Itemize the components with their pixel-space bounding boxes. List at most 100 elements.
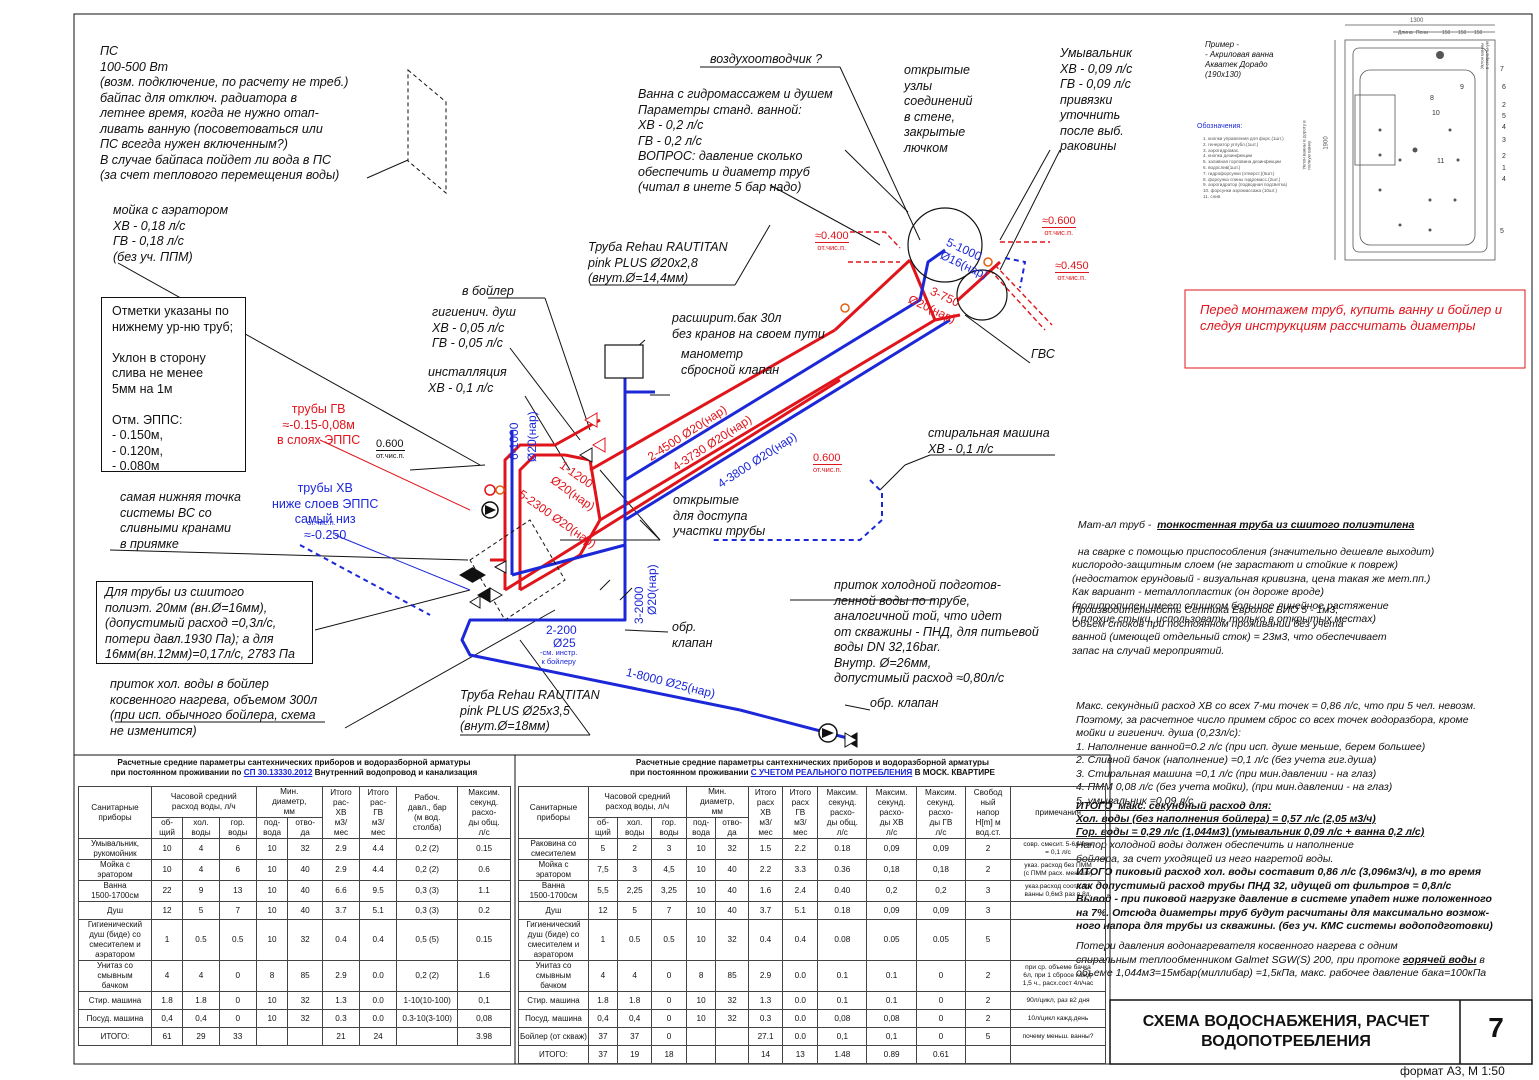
t2-h-max3: Максим. секунд. расхо- ды ГВ л/с (915, 786, 967, 839)
t2-h-total: об- щий (587, 817, 618, 839)
t2-cell: 7,5 (587, 859, 618, 881)
t1-row: Гигиенический душ (биде) со смесителем и… (78, 919, 511, 961)
t2-h-max1: Максим. секунд. расхо- ды общ. л/с (817, 786, 868, 839)
t2-cell: 0.40 (817, 880, 868, 902)
t2-cell: 12 (587, 901, 618, 920)
t1-cell: 32 (287, 919, 323, 961)
t1-cell: 10 (255, 880, 289, 902)
t2-cell: 8 (685, 960, 717, 992)
t1-cell: 0.5 (218, 919, 257, 961)
t2-cell: 0.0 (782, 960, 819, 992)
t1-cell: 10 (255, 901, 289, 920)
t2-cell: 0,08 (817, 1009, 868, 1028)
table1-title: Расчетные средние параметры сантехническ… (110, 758, 478, 777)
t1-cell: 2.9 (321, 960, 361, 992)
t1-cell: 85 (287, 960, 323, 992)
t2-cell: 0.0 (782, 991, 819, 1010)
t1-cell: 7 (218, 901, 257, 920)
note-boiler-loss: Потери давления водонагревателя косвенно… (1076, 940, 1487, 979)
t1-h-hot: гор. воды (218, 817, 257, 839)
bath-dim-width: 1300 (1410, 18, 1424, 24)
t1-cell: 10 (150, 838, 184, 860)
pipe-label-2bn: -см. инстр. к бойлеру (540, 648, 578, 666)
t2-cell: Бойлер (от скваж) (518, 1027, 589, 1046)
note-open-nodes: открытые узлы соединений в стене, закрыт… (904, 63, 973, 155)
air-vent-icons (495, 257, 993, 495)
t2-cell: 1.8 (587, 991, 618, 1010)
t1-cell: 0,4 (150, 1009, 184, 1028)
t1-cell: 0 (218, 1009, 257, 1028)
t1-cell (255, 1027, 289, 1046)
note-expansion-tank: расширит.бак 30л без кранов на своем пут… (672, 311, 825, 341)
t1-h-cold: хол. воды (182, 817, 220, 839)
note-heater: ПС 100-500 Вт (возм. подключение, по рас… (100, 44, 349, 182)
pipe-label-6: 6-1000 (507, 422, 521, 460)
note-air-vent: воздухоотводчик ? (710, 52, 823, 66)
t2-cell: 0.05 (915, 919, 967, 961)
note-check-valve-1: обр. клапан (672, 620, 713, 650)
t2-cell: 1.5 (747, 838, 784, 860)
t2-cell: 0 (915, 1027, 967, 1046)
note-cold-supply: приток холодной подготов- ленной воды по… (834, 578, 1039, 685)
t1-cell: 8 (255, 960, 289, 992)
radiator-outline (407, 68, 447, 195)
t2-cell: 18 (651, 1045, 687, 1064)
bath-side-label: Уклон ванны в дорогу в полную ванну (1301, 120, 1312, 170)
t1-cell: 10 (255, 859, 289, 881)
note-calculation: Макс. секундный расход ХВ со всех 7-ми т… (1076, 700, 1476, 807)
t2-cell: 0 (915, 960, 967, 992)
bath-dim-2: Пени (1416, 30, 1428, 36)
table2-title: Расчетные средние параметры сантехническ… (630, 758, 995, 777)
t1-cell: 3.98 (457, 1027, 511, 1046)
t1-cell: 0,3 (3) (396, 880, 459, 902)
t1-cell: 6 (218, 859, 257, 881)
connection-circles (907, 207, 1008, 321)
t2-cell: указ.расход соотв.пр. ванны 0,6м3 раз в … (1010, 880, 1106, 902)
t2-cell: 3 (965, 880, 1011, 902)
t1-cell: 1.1 (457, 880, 511, 902)
t1-cell: 0.0 (359, 960, 398, 992)
t2-cell: 2.2 (782, 838, 819, 860)
t1-cell: 0,2 (2) (396, 859, 459, 881)
t1-cell: 4 (150, 960, 184, 992)
bath-num-5: 5 (1502, 113, 1506, 120)
bath-num-10: 10 (1432, 110, 1440, 117)
t2-cell: 1.48 (817, 1045, 868, 1064)
t2-cell: Стир. машина (518, 991, 589, 1010)
t1-h-pressure: Рабоч. давл., бар (м вод. столба) (396, 786, 459, 839)
t2-cell: 10 (685, 901, 717, 920)
t1-cell: 2.9 (321, 838, 361, 860)
t1-cell: 0.15 (457, 838, 511, 860)
note-total-hot: Гор. воды = 0,29 л/с (1,044м3) (умывальн… (1076, 826, 1425, 838)
t1-h-hourly: Часовой средний расход воды, л/ч (151, 786, 257, 818)
t2-cell: 2,25 (616, 880, 653, 902)
t2-cell (685, 1045, 717, 1064)
t2-cell (1010, 1045, 1106, 1064)
note-material: Мат-ал труб - тонкостенная труба из сшит… (1072, 518, 1435, 626)
t1-cell: 9 (182, 880, 220, 902)
pipe-label-3c: 3-2000 (632, 586, 646, 624)
bath-num-9: 9 (1460, 84, 1464, 91)
t2-cell: 4 (587, 960, 618, 992)
t1-cell: 10 (255, 1009, 289, 1028)
t2-cell: 1.3 (747, 991, 784, 1010)
t1-cell: 0,2 (2) (396, 838, 459, 860)
t1-cell: 0 (218, 960, 257, 992)
t2-cell: 90л/цикл, раз в2 дня (1010, 991, 1106, 1010)
bath-num-2: 2 (1502, 153, 1506, 160)
t2-cell (1010, 919, 1106, 961)
t2-cell: 0.1 (866, 960, 917, 992)
t2-cell: 4,5 (651, 859, 687, 881)
t1-cell: 0.0 (359, 1009, 398, 1028)
note-hot-pipes-level: трубы ГВ ≈-0.15-0,08м в слоях ЭППС (277, 402, 361, 447)
t1-cell: 4.4 (359, 859, 398, 881)
t1-cell: 4 (182, 838, 220, 860)
t2-cell: 5 (965, 1027, 1011, 1046)
t2-cell: 0,09 (866, 838, 917, 860)
